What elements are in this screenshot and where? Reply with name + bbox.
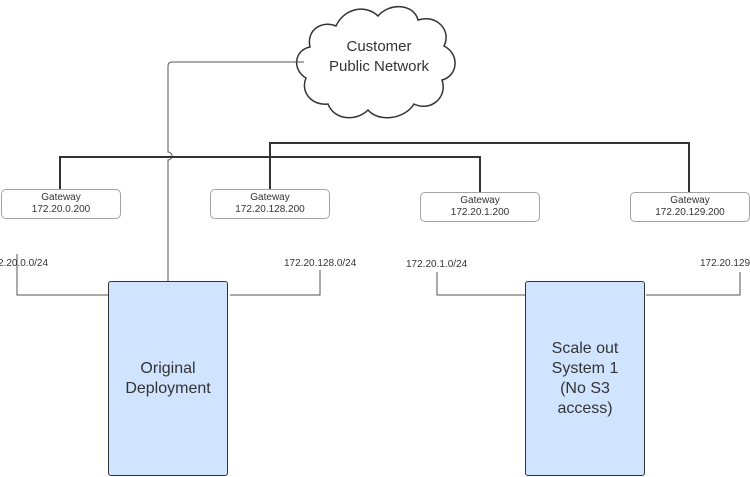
bus-line-b — [269, 142, 690, 192]
host-box-original: Original Deployment — [108, 281, 228, 476]
gateway-label: Gateway — [250, 192, 290, 203]
host-box-scale-out: Scale out System 1 (No S3 access) — [525, 281, 645, 476]
cloud-label-line1: Customer — [346, 38, 412, 55]
gateway-node: Gateway 172.20.0.200 — [1, 189, 121, 219]
gateway-ip: 172.20.0.200 — [31, 204, 91, 215]
gateway-node: Gateway 172.20.1.200 — [420, 192, 540, 222]
cloud-label: Customer Public Network — [304, 37, 454, 77]
gateway-ip: 172.20.128.200 — [235, 204, 305, 215]
host-label-line: System 1 — [551, 359, 619, 377]
cloud-link-line — [167, 61, 304, 281]
subnet-label: 172.20.1.0/24 — [406, 259, 468, 270]
gateway-label: Gateway — [460, 195, 500, 206]
subnet-line-3 — [646, 272, 741, 296]
subnet-label: 172.20.128.0/24 — [284, 258, 357, 269]
cloud-label-line2: Public Network — [328, 58, 430, 75]
gateway-node: Gateway 172.20.129.200 — [630, 192, 750, 222]
host-label-line: Scale out — [551, 339, 619, 357]
host-label-line: Deployment — [125, 379, 211, 397]
gateway-node: Gateway 172.20.128.200 — [210, 189, 330, 219]
host-label-line: access) — [557, 399, 613, 417]
subnet-line-0 — [16, 254, 108, 296]
subnet-label: 2.20.0.0/24 — [0, 258, 49, 269]
cloud-shape — [296, 6, 456, 119]
subnet-label: 172.20.129 — [700, 258, 750, 269]
gateway-ip: 172.20.1.200 — [450, 207, 510, 218]
subnet-line-2 — [436, 272, 525, 296]
gateway-ip: 172.20.129.200 — [655, 207, 725, 218]
subnet-line-1 — [230, 270, 321, 296]
gateway-label: Gateway — [41, 192, 81, 203]
host-label-line: (No S3 — [560, 379, 610, 397]
host-label-line: Original — [140, 359, 196, 377]
gateway-label: Gateway — [670, 195, 710, 206]
